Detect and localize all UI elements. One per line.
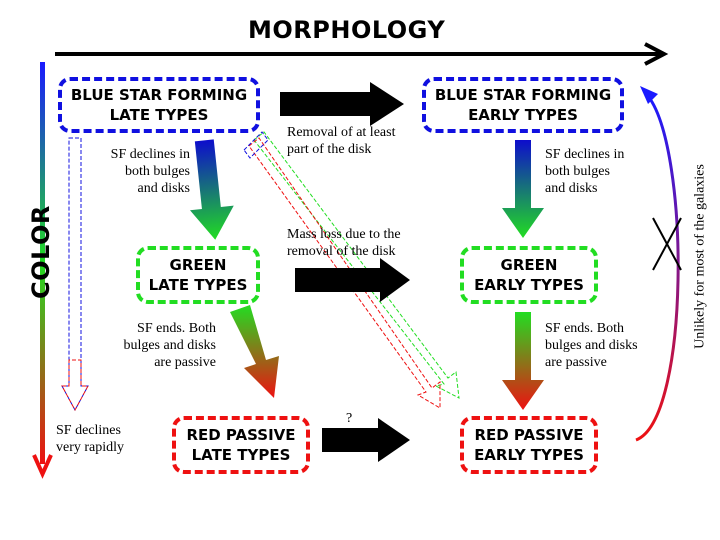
arrow-blue-to-green-early (502, 140, 544, 238)
box-blue-late-line1: BLUE STAR FORMING (70, 86, 248, 104)
box-green-late-line2: LATE TYPES (148, 276, 248, 294)
morphology-axis-arrow (55, 42, 669, 66)
box-red-early-types: RED PASSIVE EARLY TYPES (460, 416, 598, 474)
box-blue-late-types: BLUE STAR FORMING LATE TYPES (58, 77, 260, 133)
arrow-green-to-red-late (230, 305, 279, 398)
box-red-early-line1: RED PASSIVE (474, 426, 584, 444)
note-question: ? (346, 411, 353, 426)
return-arrow-unlikely (635, 86, 680, 442)
box-green-late-line1: GREEN (169, 256, 227, 274)
box-green-late-types: GREEN LATE TYPES (136, 246, 260, 304)
unlikely-cross (652, 217, 682, 271)
diagonal-arrow-green (253, 131, 460, 399)
box-green-early-types: GREEN EARLY TYPES (460, 246, 598, 304)
box-green-early-line2: EARLY TYPES (474, 276, 584, 294)
color-axis-arrow (32, 62, 53, 479)
note-unlikely: Unlikely for most of the galaxies (692, 164, 708, 349)
morphology-axis-title: MORPHOLOGY (248, 16, 446, 44)
color-axis-title: COLOR (27, 205, 55, 299)
box-red-early-line2: EARLY TYPES (474, 446, 584, 464)
box-blue-late-line2: LATE TYPES (109, 106, 209, 124)
box-blue-early-types: BLUE STAR FORMING EARLY TYPES (422, 77, 624, 133)
arrow-red-late-to-early (322, 418, 410, 462)
box-blue-early-line2: EARLY TYPES (468, 106, 578, 124)
box-red-late-line1: RED PASSIVE (186, 426, 296, 444)
box-red-late-line2: LATE TYPES (191, 446, 291, 464)
diagonal-arrow-red (248, 137, 441, 409)
box-blue-early-line1: BLUE STAR FORMING (434, 86, 612, 104)
arrow-blue-late-to-early (280, 82, 404, 126)
arrow-green-to-red-early (502, 312, 544, 410)
arrow-blue-to-green-late (190, 139, 234, 240)
box-red-late-types: RED PASSIVE LATE TYPES (172, 416, 310, 474)
rapid-decline-arrow (61, 137, 89, 412)
arrow-green-late-to-early (295, 258, 410, 302)
box-green-early-line1: GREEN (500, 256, 558, 274)
